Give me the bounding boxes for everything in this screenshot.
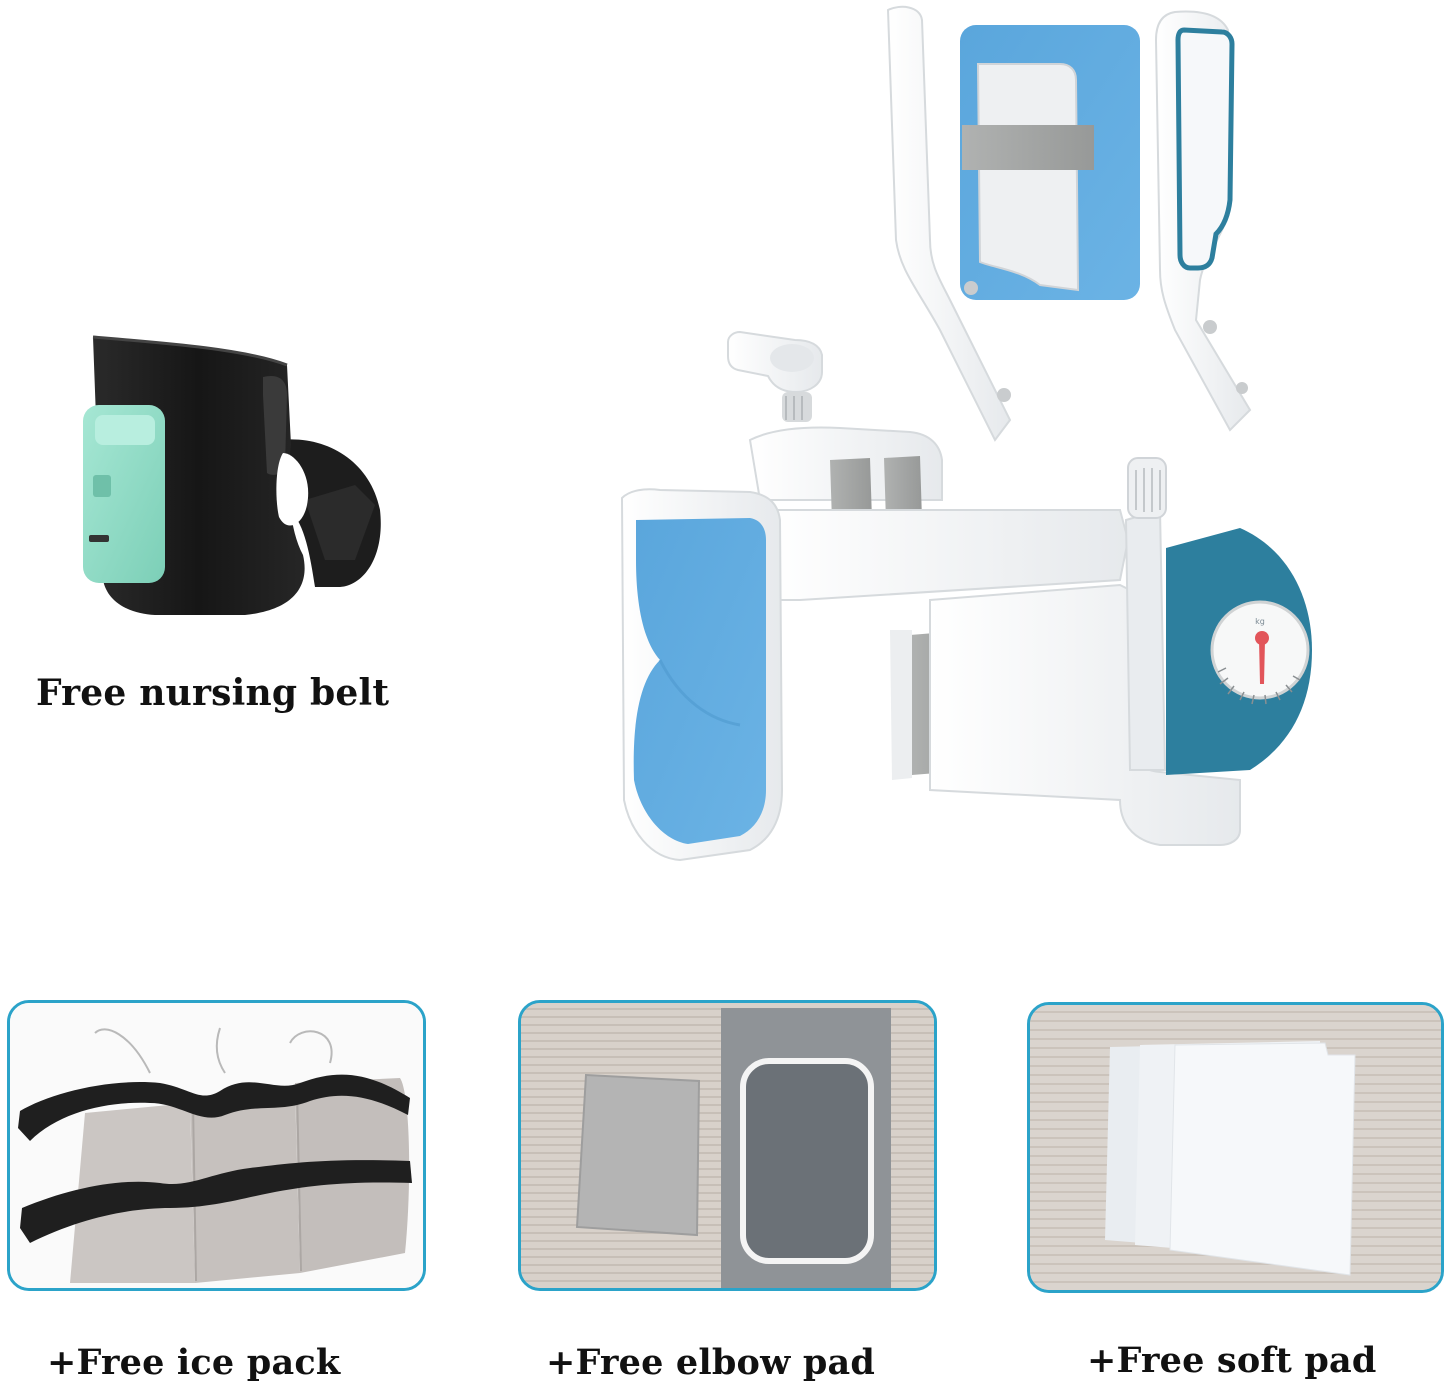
ice-pack-photo: [10, 1003, 423, 1288]
accessory-frame-soft-pad: [1027, 1002, 1444, 1293]
accessory-frame-ice-pack: [7, 1000, 426, 1291]
gauge-label: kg: [1255, 617, 1265, 626]
nursing-belt-image: [55, 325, 415, 625]
accessory-frame-elbow-pad: [518, 1000, 937, 1291]
soft-pad-caption: +Free soft pad: [1087, 1340, 1377, 1381]
nursing-belt-caption: Free nursing belt: [36, 672, 390, 714]
nursing-belt-illustration: [83, 335, 381, 615]
ice-pack-caption: +Free ice pack: [47, 1342, 341, 1383]
soft-pad-photo: [1030, 1005, 1441, 1290]
elbow-pad-photo: [521, 1003, 934, 1288]
elbow-pad-caption: +Free elbow pad: [546, 1342, 876, 1383]
traction-device-illustration: kg: [620, 5, 1312, 862]
device-image: kg: [600, 0, 1320, 870]
